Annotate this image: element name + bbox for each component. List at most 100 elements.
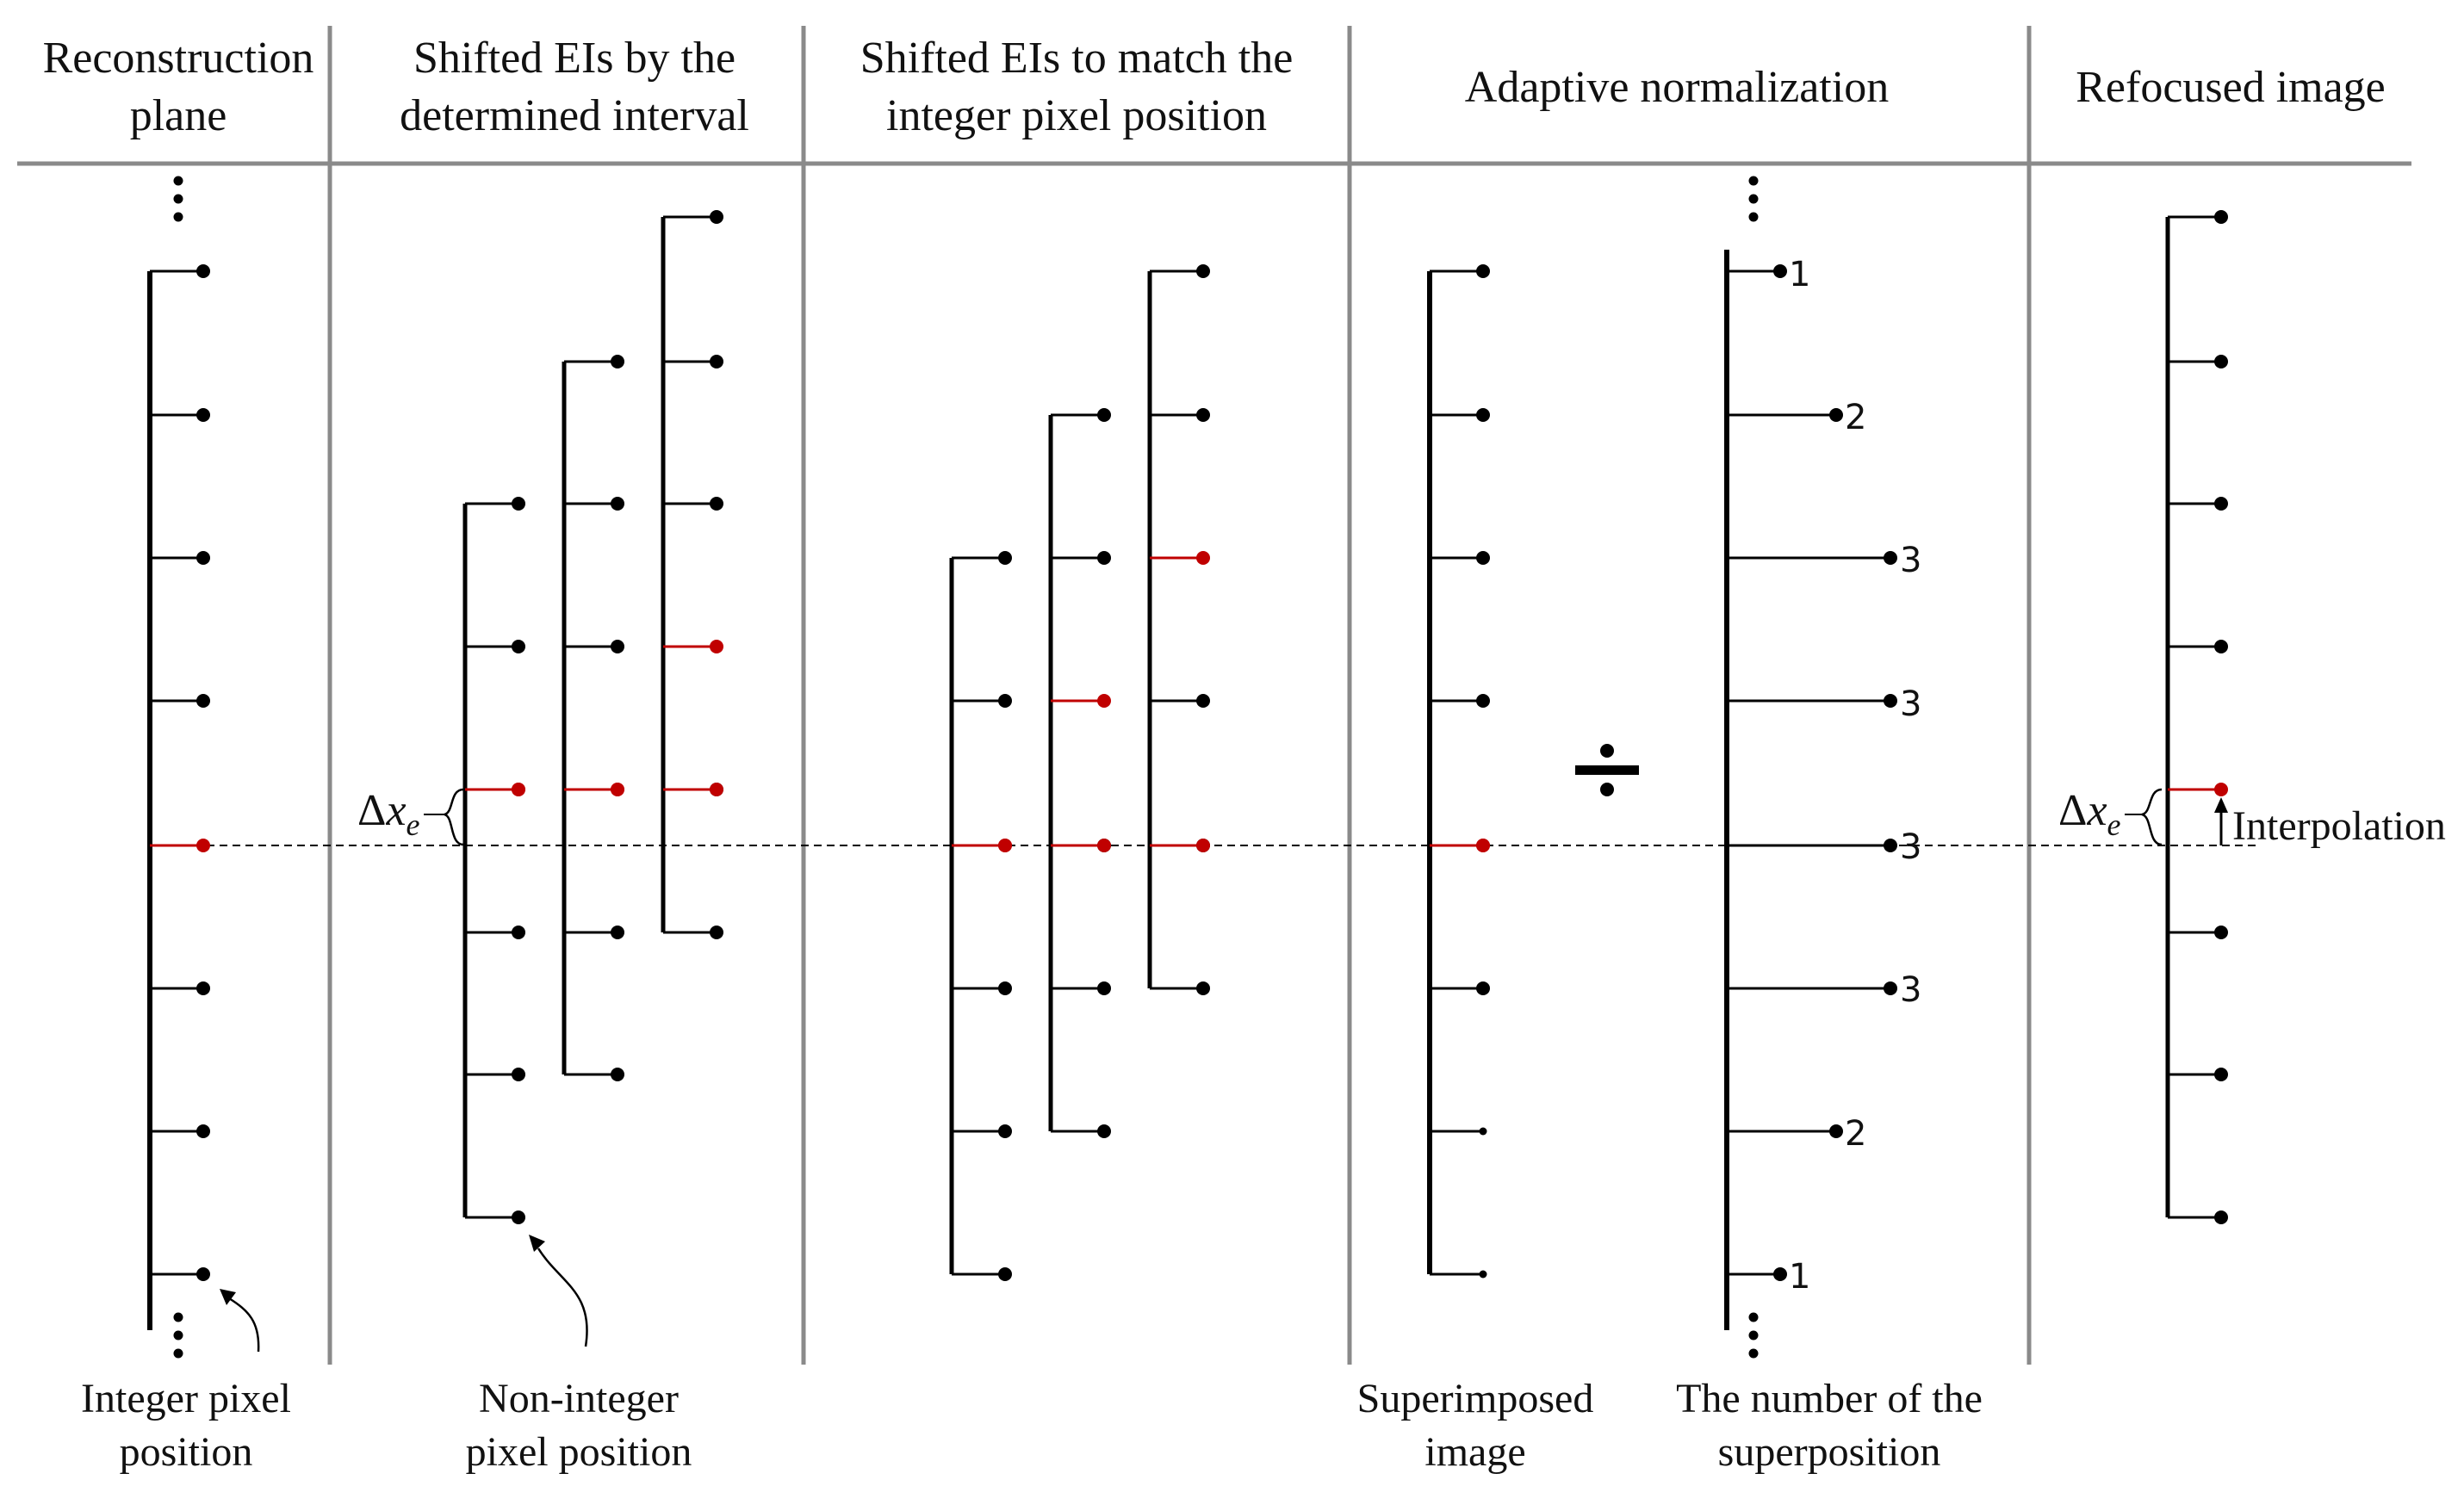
pixel-dot (1884, 839, 1897, 852)
pixel-dot (1479, 1270, 1487, 1279)
pixel-dot (710, 210, 723, 224)
pixel-dot (196, 408, 210, 422)
count-label: 3 (1900, 541, 1921, 580)
caption-superimposed-line2: image (1424, 1429, 1525, 1475)
pixel-dot (196, 839, 210, 852)
pixel-dot (1773, 1267, 1787, 1281)
curved-arrow-icon (529, 1235, 588, 1347)
pixel-dot (1097, 551, 1111, 565)
header-reconstruction-line2: plane (130, 91, 227, 140)
pixel-dot (1476, 408, 1490, 422)
pixel-dot (1196, 408, 1210, 422)
pixel-dot (1196, 981, 1210, 995)
pixel-dot (998, 1124, 1012, 1138)
count-label: 3 (1900, 684, 1921, 724)
pixel-dot (1097, 408, 1111, 422)
highlight-dot (611, 783, 624, 796)
pixel-dot (1196, 551, 1210, 565)
highlight-dot (1476, 839, 1490, 852)
ellipsis-icon (1748, 1312, 1759, 1359)
pixel-dot (998, 551, 1012, 565)
pixel-dot (512, 1210, 525, 1224)
count-label: 2 (1845, 398, 1866, 437)
header-shifted-eis-line1: Shifted EIs by the (413, 34, 735, 83)
interpolation-label: Interpolation (2232, 803, 2446, 849)
pixel-dot (1773, 264, 1787, 278)
pixel-dot (2214, 1068, 2228, 1081)
pixel-dot (1196, 264, 1210, 278)
pixel-dot (1829, 1124, 1843, 1138)
pixel-dot (512, 497, 525, 511)
highlight-dot (1196, 839, 1210, 852)
ellipsis-icon (173, 1312, 183, 1359)
caption-noninteger-line1: Non-integer (479, 1376, 679, 1421)
count-label: 1 (1789, 255, 1810, 294)
highlight-dot (710, 783, 723, 796)
pixel-dot (1097, 981, 1111, 995)
grid-lines (17, 26, 2411, 1365)
header-shifted-eis-line2: determined interval (400, 91, 749, 140)
delta-sub: e (407, 808, 420, 842)
pixel-dot (998, 694, 1012, 708)
pixel-dot (2214, 783, 2228, 796)
pixel-dot (1884, 981, 1897, 995)
pixel-dot (611, 355, 624, 368)
pixel-dot (710, 640, 723, 653)
caption-integer-line2: position (120, 1429, 253, 1475)
pixel-dot (2214, 355, 2228, 368)
pixel-dot (2214, 497, 2228, 511)
superposition-counts: 1 2 3 3 3 3 2 1 (1789, 255, 1921, 1297)
pixel-dot (1476, 694, 1490, 708)
pixel-dot (196, 1267, 210, 1281)
pixel-dot (611, 640, 624, 653)
pixel-dot (998, 981, 1012, 995)
pixel-dot (611, 1068, 624, 1081)
bottom-captions: Integer pixel position Non-integer pixel… (81, 1376, 1983, 1475)
pixel-dot (710, 926, 723, 939)
count-label: 2 (1845, 1114, 1866, 1154)
header-reconstruction-line1: Reconstruction (43, 34, 314, 83)
pixel-dot (196, 1124, 210, 1138)
delta-label-right: Δxe (2058, 786, 2163, 846)
pixel-dot (1476, 551, 1490, 565)
pixel-dot (611, 926, 624, 939)
pixel-dot (998, 1267, 1012, 1281)
count-label: 1 (1789, 1257, 1810, 1297)
svg-text:Δxe: Δxe (2058, 786, 2121, 842)
header-adaptive-normalization: Adaptive normalization (1465, 63, 1889, 112)
caption-noninteger-line2: pixel position (466, 1429, 692, 1475)
caption-superposition-line1: The number of the (1676, 1376, 1983, 1421)
pixel-dot (1884, 694, 1897, 708)
caption-integer-line1: Integer pixel (81, 1376, 291, 1421)
pixel-dot (2214, 640, 2228, 653)
pixel-dot (2214, 1210, 2228, 1224)
pixel-dot (1829, 408, 1843, 422)
pixel-dot (1476, 981, 1490, 995)
count-label: 3 (1900, 970, 1921, 1010)
pixel-dot (196, 264, 210, 278)
divide-icon (1575, 744, 1639, 796)
pixel-stems (147, 210, 2228, 1330)
pixel-dot (1196, 694, 1210, 708)
column-headers: Reconstruction plane Shifted EIs by the … (43, 34, 2386, 140)
caption-superimposed-line1: Superimposed (1357, 1376, 1594, 1421)
delta-label-left: Δxe (357, 786, 464, 846)
pixel-dot (2214, 210, 2228, 224)
brace-icon (2141, 788, 2163, 846)
delta-symbol: Δ (2058, 786, 2087, 835)
pixel-dot (1479, 1127, 1487, 1136)
delta-symbol: Δ (357, 786, 386, 835)
highlight-dot (512, 783, 525, 796)
pixel-dot (1097, 1124, 1111, 1138)
pixel-dot (611, 497, 624, 511)
pixel-dot (196, 981, 210, 995)
pixel-dot (1097, 694, 1111, 708)
highlight-dot (1097, 839, 1111, 852)
header-shifted-match-line2: integer pixel position (886, 91, 1267, 140)
caption-superposition-line2: superposition (1718, 1429, 1941, 1475)
pixel-dot (2214, 926, 2228, 939)
pixel-dot (512, 640, 525, 653)
ellipsis-icon (1748, 176, 1759, 222)
brace-icon (444, 788, 464, 846)
pixel-dot (196, 694, 210, 708)
